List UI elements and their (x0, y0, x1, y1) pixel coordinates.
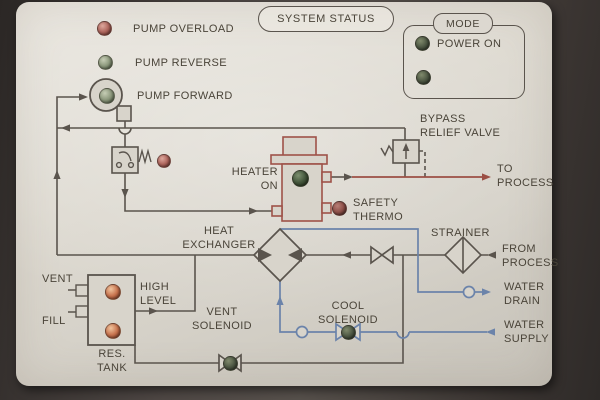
strainer-label: STRAINER (431, 227, 490, 239)
mode-label: MODE (446, 17, 480, 30)
heater-vessel-icon (270, 136, 332, 222)
oil-flow-arrows (53, 93, 496, 315)
vent-label: VENT (42, 273, 73, 285)
pump-reverse-label: PUMP REVERSE (135, 57, 228, 69)
strainer-icon (443, 235, 483, 275)
supply-check-valve-icon (295, 325, 309, 339)
to-process-label: TO PROCESS (497, 163, 554, 190)
flow-switch-led (157, 154, 171, 168)
power-on-led (415, 36, 430, 51)
fill-label: FILL (42, 315, 66, 327)
water-drain-label: WATER DRAIN (504, 281, 545, 308)
pump-forward-label: PUMP FORWARD (137, 90, 233, 102)
cool-solenoid-led (341, 325, 356, 340)
safety-thermo-label: SAFETY THERMO (353, 197, 404, 224)
pump-forward-led (99, 88, 115, 104)
oil-circuit-lines (56, 96, 488, 364)
reservoir-tank-icon (68, 274, 136, 346)
safety-thermo-led (332, 201, 347, 216)
drain-check-valve-icon (462, 285, 476, 299)
heater-on-led (292, 170, 309, 187)
tank-low-level-led (105, 323, 121, 339)
to-process-line (352, 173, 491, 181)
shutoff-valve-icon (370, 245, 394, 265)
flow-switch-icon (111, 146, 152, 174)
heat-exchanger-label: HEAT EXCHANGER (182, 225, 256, 252)
mode-second-led (416, 70, 431, 85)
vent-solenoid-label: VENT SOLENOID (191, 306, 253, 333)
heater-on-label: HEATER ON (231, 166, 278, 193)
bypass-relief-valve-label: BYPASS RELIEF VALVE (420, 113, 501, 140)
cool-solenoid-label: COOL SOLENOID (317, 300, 379, 327)
pump-reverse-led (98, 55, 113, 70)
water-circuit-lines (279, 228, 487, 339)
water-flow-arrows (276, 288, 495, 336)
system-status-label: SYSTEM STATUS (277, 13, 375, 25)
res-tank-label: RES. TANK (96, 348, 128, 375)
water-supply-label: WATER SUPPLY (504, 319, 549, 346)
high-level-label: HIGH LEVEL (140, 281, 177, 308)
from-process-label: FROM PROCESS (502, 243, 559, 270)
vent-solenoid-led (223, 356, 238, 371)
mode-title: MODE (433, 13, 493, 34)
pump-overload-led (97, 21, 112, 36)
bypass-relief-valve-icon (380, 139, 420, 164)
pump-overload-label: PUMP OVERLOAD (133, 23, 234, 35)
tank-high-level-led (105, 284, 121, 300)
heat-exchanger-icon (252, 227, 308, 283)
system-status-title: SYSTEM STATUS (258, 6, 394, 32)
power-on-label: POWER ON (437, 38, 502, 50)
